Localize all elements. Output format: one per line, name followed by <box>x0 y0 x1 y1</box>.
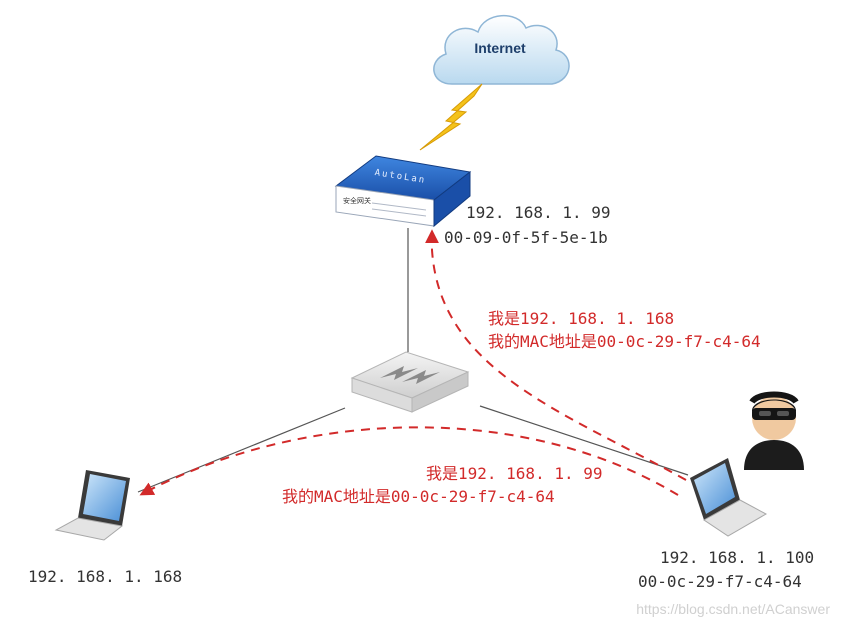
cloud-icon: Internet <box>433 14 570 85</box>
spoof-arrow-to-victim <box>139 426 679 496</box>
gateway-router-icon: AutoLan 安全网关 <box>334 155 472 228</box>
spoof-to-victim-line2: 我的MAC地址是00-0c-29-f7-c4-64 <box>282 487 555 506</box>
switch-icon <box>350 351 470 413</box>
victim-ip: 192. 168. 1. 168 <box>28 567 183 586</box>
spoof-to-gateway-line1: 我是192. 168. 1. 168 <box>488 309 675 328</box>
lightning-icon <box>419 83 483 151</box>
laptop-icon <box>54 470 130 541</box>
link-switch-attacker <box>479 405 689 476</box>
spoof-to-gateway-line2: 我的MAC地址是00-0c-29-f7-c4-64 <box>488 332 761 351</box>
link-switch-victim <box>137 407 346 493</box>
spoof-to-victim-line1: 我是192. 168. 1. 99 <box>426 464 603 483</box>
watermark: https://blog.csdn.net/ACanswer <box>636 601 830 617</box>
hacker-icon <box>744 391 804 470</box>
gateway-mac: 00-09-0f-5f-5e-1b <box>444 228 608 247</box>
cloud-label: Internet <box>474 40 526 56</box>
gateway-panel-text: 安全网关 <box>343 196 371 205</box>
laptop-icon <box>690 458 768 537</box>
spoof-arrow-to-gateway <box>425 229 687 481</box>
attacker-ip: 192. 168. 1. 100 <box>660 548 815 567</box>
attacker-mac: 00-0c-29-f7-c4-64 <box>638 572 802 591</box>
gateway-ip: 192. 168. 1. 99 <box>466 203 611 222</box>
